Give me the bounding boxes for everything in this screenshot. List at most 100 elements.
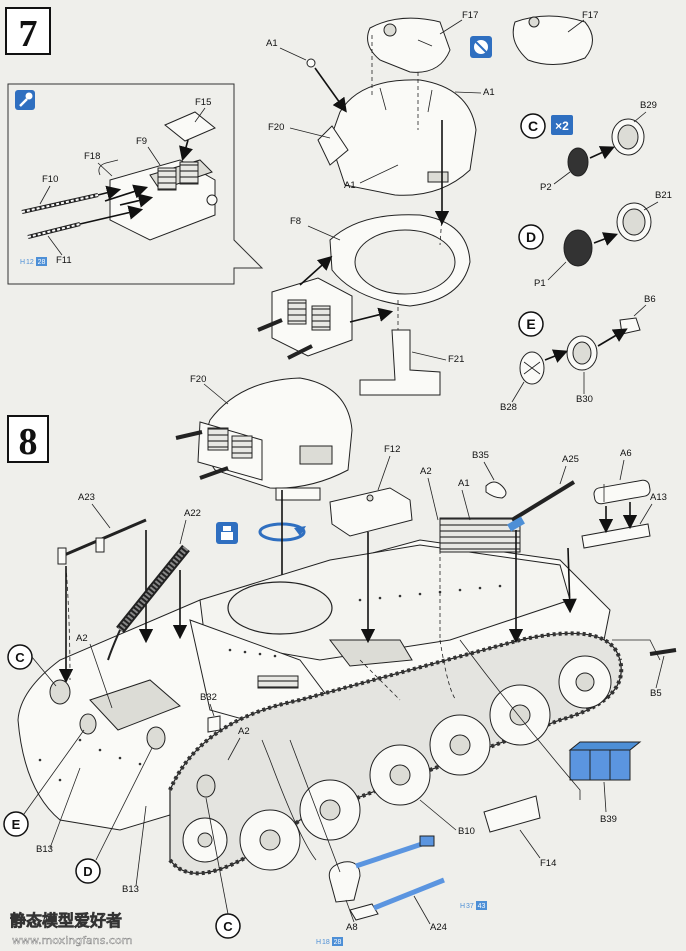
svg-text:12: 12: [26, 259, 34, 266]
road-wheel-3: [369, 744, 431, 806]
hull-lamp-right: [146, 726, 166, 750]
label-B28: B28: [500, 402, 517, 413]
assembled-turret: [175, 377, 353, 501]
bracket-f21: [359, 329, 441, 396]
label-F12: F12: [384, 444, 400, 455]
label-A6: A6: [620, 448, 632, 459]
label-F9: F9: [136, 136, 147, 147]
step-8: 8 F20: [3, 374, 677, 946]
label-A2-c: A2: [238, 726, 250, 737]
label-P2: P2: [540, 182, 552, 193]
label-B21: B21: [655, 190, 672, 201]
hatch-opening: [328, 639, 413, 667]
label-A13: A13: [650, 492, 667, 503]
step-7-box: [5, 7, 51, 55]
part-A24-tool: [349, 877, 445, 921]
mg-mount-part: [98, 111, 218, 241]
label-B13-b: B13: [122, 884, 139, 895]
label-F17-a: F17: [462, 10, 478, 21]
svg-text:H: H: [20, 259, 25, 266]
callout-C-left: C: [7, 644, 57, 687]
track-assembly: [168, 631, 624, 876]
turret-roof-f17: [367, 17, 451, 73]
label-A8: A8: [346, 922, 358, 933]
hull-lamp-mid: [79, 713, 97, 735]
road-wheel-4: [429, 714, 491, 776]
label-A25: A25: [562, 454, 579, 465]
label-A1-d: A1: [458, 478, 470, 489]
do-not-cement-icon: [470, 36, 492, 58]
label-B39: B39: [600, 814, 617, 825]
turret-shell-f20: [317, 79, 477, 196]
engine-grille: [439, 517, 521, 553]
paint-ref-c: H 18 28: [316, 937, 343, 946]
svg-text:28: 28: [334, 939, 342, 946]
step-7: 7 F15: [5, 7, 672, 413]
label-B29: B29: [640, 100, 657, 111]
svg-text:C: C: [223, 919, 233, 934]
svg-text:43: 43: [478, 903, 486, 910]
subassembly-E: E: [518, 311, 641, 385]
turret-ring-opening: [227, 581, 333, 635]
option-detail-icon: [15, 90, 35, 110]
svg-text:37: 37: [466, 903, 474, 910]
rotate-icon: [258, 522, 306, 542]
label-B10: B10: [458, 826, 475, 837]
part-A6-exhaust: [593, 479, 651, 505]
watermark-url: www.moxingfans.com: [12, 934, 132, 947]
step-8-box: [7, 415, 49, 463]
part-A22-tow-cable: [107, 544, 190, 661]
svg-text:H: H: [460, 903, 465, 910]
label-B30: B30: [576, 394, 593, 405]
label-F8: F8: [290, 216, 301, 227]
turret-ring-f8: [329, 214, 471, 307]
label-F14: F14: [540, 858, 556, 869]
callout-C-circle: [520, 113, 546, 139]
part-A8-shovel: [328, 835, 435, 903]
callout-C-bottom: C: [205, 797, 241, 939]
label-P1: P1: [534, 278, 546, 289]
callout-D-low: D: [75, 747, 153, 884]
hull-lamp-front: [196, 774, 216, 798]
paint-ref-b: H 37 43: [460, 901, 487, 910]
label-F17-b: F17: [582, 10, 598, 21]
svg-text:E: E: [12, 817, 21, 832]
part-B32: [207, 715, 221, 733]
label-A1-a: A1: [266, 38, 278, 49]
label-B5: B5: [650, 688, 662, 699]
label-F21: F21: [448, 354, 464, 365]
engine-deck-f12: [329, 487, 413, 537]
rivet-rows: [38, 584, 502, 782]
road-wheel-2: [299, 779, 361, 841]
svg-text:D: D: [83, 864, 92, 879]
part-A13-bracket: [581, 523, 651, 549]
label-B35: B35: [472, 450, 489, 461]
label-F10: F10: [42, 174, 58, 185]
label-F18: F18: [84, 151, 100, 162]
part-A23: [57, 518, 147, 565]
part-B5: [649, 648, 677, 656]
label-F20-b: F20: [190, 374, 206, 385]
mg-barrel-f11: [27, 205, 144, 239]
callout-E-left: E: [3, 729, 85, 837]
step-8-number: 8: [19, 421, 38, 463]
tank-hull: [17, 517, 611, 831]
label-A23: A23: [78, 492, 95, 503]
gun-mantlet-assembly: [257, 277, 353, 360]
watermark: 静态模型爱好者 www.moxingfans.com: [10, 911, 133, 947]
label-F15: F15: [195, 97, 211, 108]
lens-P2: [567, 147, 589, 177]
drive-sprocket: [558, 655, 612, 709]
detail-inset-frame: [7, 83, 264, 285]
label-B13-a: B13: [36, 844, 53, 855]
lamp-B30: [566, 335, 598, 371]
paint-ref-a: H 12 28: [20, 257, 47, 266]
idler-wheel: [182, 817, 228, 863]
label-B32: B32: [200, 692, 217, 703]
part-B39-toolbox: [568, 741, 642, 781]
subassembly-C: C ×2: [520, 113, 645, 177]
svg-text:D: D: [526, 229, 536, 245]
part-B35: [485, 481, 507, 499]
svg-text:28: 28: [38, 259, 46, 266]
